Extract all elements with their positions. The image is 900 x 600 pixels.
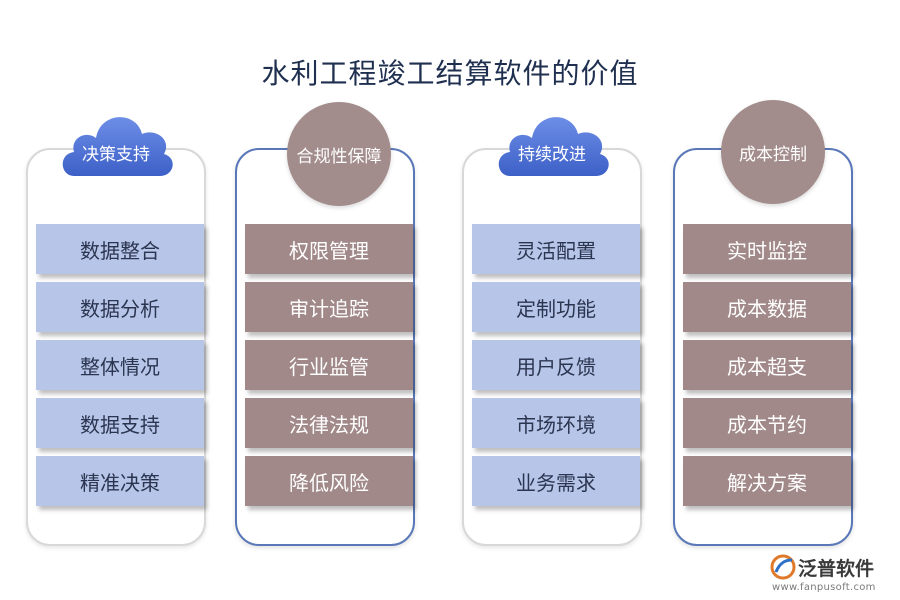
item-list: 数据整合 数据分析 整体情况 数据支持 精准决策: [36, 224, 204, 514]
cloud-icon: [498, 117, 609, 176]
list-item: 用户反馈: [472, 340, 640, 390]
cloud-header-label: 决策支持: [82, 145, 150, 165]
item-list: 权限管理 审计追踪 行业监管 法律法规 降低风险: [245, 224, 413, 514]
page-title: 水利工程竣工结算软件的价值: [261, 57, 639, 90]
fanpu-logo-icon: [770, 554, 796, 580]
list-item: 成本节约: [683, 398, 851, 448]
logo-name: 泛普软件: [798, 558, 875, 580]
list-item: 解决方案: [683, 456, 851, 506]
list-item: 实时监控: [683, 224, 851, 274]
list-item: 成本超支: [683, 340, 851, 390]
list-item: 业务需求: [472, 456, 640, 506]
list-item: 降低风险: [245, 456, 413, 506]
list-item: 市场环境: [472, 398, 640, 448]
list-item: 行业监管: [245, 340, 413, 390]
list-item: 整体情况: [36, 340, 204, 390]
column-panel-decision-support: 数据整合 数据分析 整体情况 数据支持 精准决策: [26, 148, 206, 546]
brand-logo: 泛普软件 www.fanpusoft.com: [770, 552, 895, 596]
cloud-header-label: 持续改进: [518, 145, 586, 165]
list-item: 数据分析: [36, 282, 204, 332]
column-panel-cost-control: 实时监控 成本数据 成本超支 成本节约 解决方案: [673, 148, 853, 546]
list-item: 定制功能: [472, 282, 640, 332]
circle-header-compliance: 合规性保障: [287, 102, 391, 206]
column-panel-continuous-improvement: 灵活配置 定制功能 用户反馈 市场环境 业务需求: [462, 148, 642, 546]
item-list: 灵活配置 定制功能 用户反馈 市场环境 业务需求: [472, 224, 640, 514]
list-item: 法律法规: [245, 398, 413, 448]
cloud-header-decision-support: 决策支持: [56, 104, 176, 184]
list-item: 成本数据: [683, 282, 851, 332]
list-item: 精准决策: [36, 456, 204, 506]
list-item: 审计追踪: [245, 282, 413, 332]
list-item: 灵活配置: [472, 224, 640, 274]
list-item: 数据支持: [36, 398, 204, 448]
logo-url: www.fanpusoft.com: [772, 582, 876, 593]
item-list: 实时监控 成本数据 成本超支 成本节约 解决方案: [683, 224, 851, 514]
cloud-header-continuous-improvement: 持续改进: [492, 104, 612, 184]
cloud-icon: [62, 117, 173, 176]
circle-header-cost-control: 成本控制: [721, 100, 825, 204]
list-item: 权限管理: [245, 224, 413, 274]
column-panel-compliance: 权限管理 审计追踪 行业监管 法律法规 降低风险: [235, 148, 415, 546]
list-item: 数据整合: [36, 224, 204, 274]
